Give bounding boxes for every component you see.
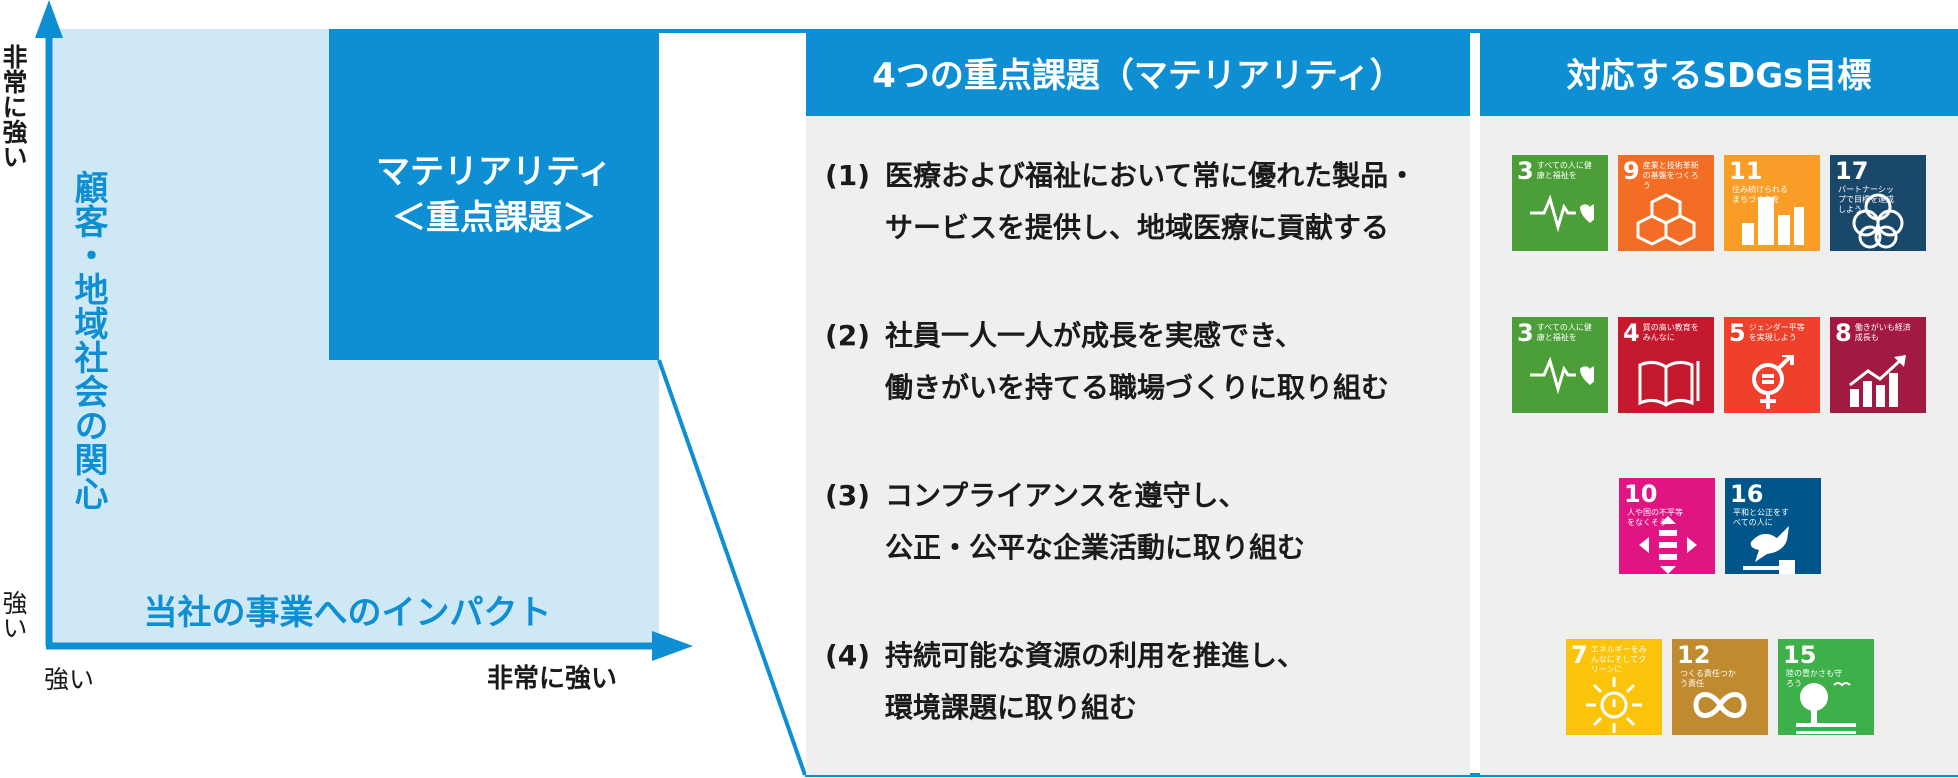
sdg-goal-number: 3 [1517, 157, 1534, 185]
materiality-label: マテリアリティ [376, 151, 612, 192]
sdg-goal-title: 平和と公正をすべての人に [1733, 508, 1789, 527]
sdg-goal-15-tile: 15陸の豊かさも守ろう [1778, 639, 1874, 735]
growth-chart-icon [1849, 355, 1906, 407]
materiality-box: マテリアリティ ＜重点課題＞ [329, 29, 659, 360]
sdg-goal-number: 4 [1623, 319, 1640, 347]
sdg-goal-title: すべての人に健康と福祉を [1536, 323, 1592, 342]
cubes-icon [1636, 193, 1696, 246]
issue-text-line2: サービスを提供し、地域医療に貢献する [885, 211, 1390, 244]
issue-text-line1: 持続可能な資源の利用を推進し、 [885, 639, 1306, 672]
rings-icon [1852, 193, 1904, 249]
issue-number: (1) [825, 159, 871, 192]
sdg-goal-title: 産業と技術革新の基盤をつくろう [1642, 161, 1699, 190]
sdg-goal-title: すべての人に健康と福祉を [1536, 161, 1592, 180]
infinity-icon [1693, 692, 1747, 718]
issue-number: (2) [825, 319, 871, 352]
sdg-goal-number: 17 [1835, 157, 1869, 185]
sdgs-column-header: 対応するSDGs目標 [1480, 29, 1958, 116]
sdg-goal-title: 住み続けられるまちづくりを [1732, 185, 1788, 204]
issue-number: (3) [825, 479, 871, 512]
sun-icon [1586, 677, 1642, 733]
sdg-goal-number: 7 [1571, 641, 1588, 669]
heartbeat-icon [1530, 194, 1594, 233]
materiality-column-header: 4つの重点課題（マテリアリティ） [806, 29, 1470, 116]
x-axis-low-label: 強い [44, 665, 95, 694]
sdg-goal-number: 16 [1730, 480, 1764, 508]
sdg-goal-title: ジェンダー平等を実現しよう [1748, 323, 1805, 342]
y-axis-high-label: 非常に強い [0, 44, 28, 169]
issue-text-line1: コンプライアンスを遵守し、 [885, 479, 1247, 512]
sdg-goal-16-tile: 16平和と公正をすべての人に [1725, 478, 1821, 574]
sdg-goal-11-tile: 11住み続けられるまちづくりを [1724, 155, 1820, 251]
x-axis-title: 当社の事業へのインパクト [143, 593, 552, 633]
sdg-goal-12-tile: 12つくる責任つかう責任 [1672, 639, 1768, 735]
sdg-goal-number: 3 [1517, 319, 1534, 347]
sdg-goal-title: エネルギーをみんなにそしてクリーンに [1590, 645, 1647, 674]
city-icon [1742, 197, 1804, 245]
book-icon [1638, 360, 1700, 407]
sdg-goal-10-tile: 10人や国の不平等をなくそう [1619, 478, 1715, 574]
materiality-sublabel: ＜重点課題＞ [392, 197, 596, 238]
sdg-goal-number: 12 [1677, 641, 1711, 669]
sdg-goal-title: 人や国の不平等をなくそう [1627, 508, 1683, 527]
x-axis-arrowhead [652, 631, 693, 661]
y-axis-title: 顧客・地域社会の関心 [68, 170, 108, 510]
issue-text-line1: 医療および福祉において常に優れた製品・ [885, 159, 1417, 192]
issue-number: (4) [825, 639, 871, 672]
equality-icon [1639, 516, 1697, 574]
issue-text-line2: 働きがいを持てる職場づくりに取り組む [885, 371, 1390, 404]
materiality-column [806, 31, 1470, 775]
x-axis-high-label: 非常に強い [487, 664, 618, 694]
sdg-goal-number: 11 [1729, 157, 1763, 185]
sdg-goal-number: 15 [1783, 641, 1817, 669]
gender-icon [1752, 355, 1794, 409]
sdg-goal-number: 9 [1623, 157, 1640, 185]
sdg-goal-title: 質の高い教育をみんなに [1642, 323, 1699, 342]
sdg-goal-title: つくる責任つかう責任 [1680, 669, 1736, 688]
issue-text-line1: 社員一人一人が成長を実感でき、 [885, 319, 1304, 352]
issue-text-line2: 公正・公平な企業活動に取り組む [885, 531, 1306, 564]
sdg-goal-title: 働きがいも経済成長も [1854, 323, 1911, 342]
heartbeat-icon [1530, 356, 1594, 395]
sdg-goal-number: 8 [1835, 319, 1852, 347]
sdg-goal-number: 5 [1729, 319, 1746, 347]
dove-icon [1743, 526, 1795, 574]
sdg-goal-17-tile: 17パートナーシップで目標を達成しよう [1830, 155, 1926, 251]
sdg-goal-number: 10 [1624, 480, 1658, 508]
connector-slant-line [657, 359, 807, 776]
y-axis-low-label: 強い [0, 590, 28, 640]
issue-text-line2: 環境課題に取り組む [885, 691, 1138, 724]
sdg-goal-title: 陸の豊かさも守ろう [1786, 669, 1842, 688]
tree-icon [1796, 682, 1856, 734]
sdg-goal-title: パートナーシップで目標を達成しよう [1838, 185, 1894, 214]
y-axis-arrowhead [35, 0, 63, 38]
